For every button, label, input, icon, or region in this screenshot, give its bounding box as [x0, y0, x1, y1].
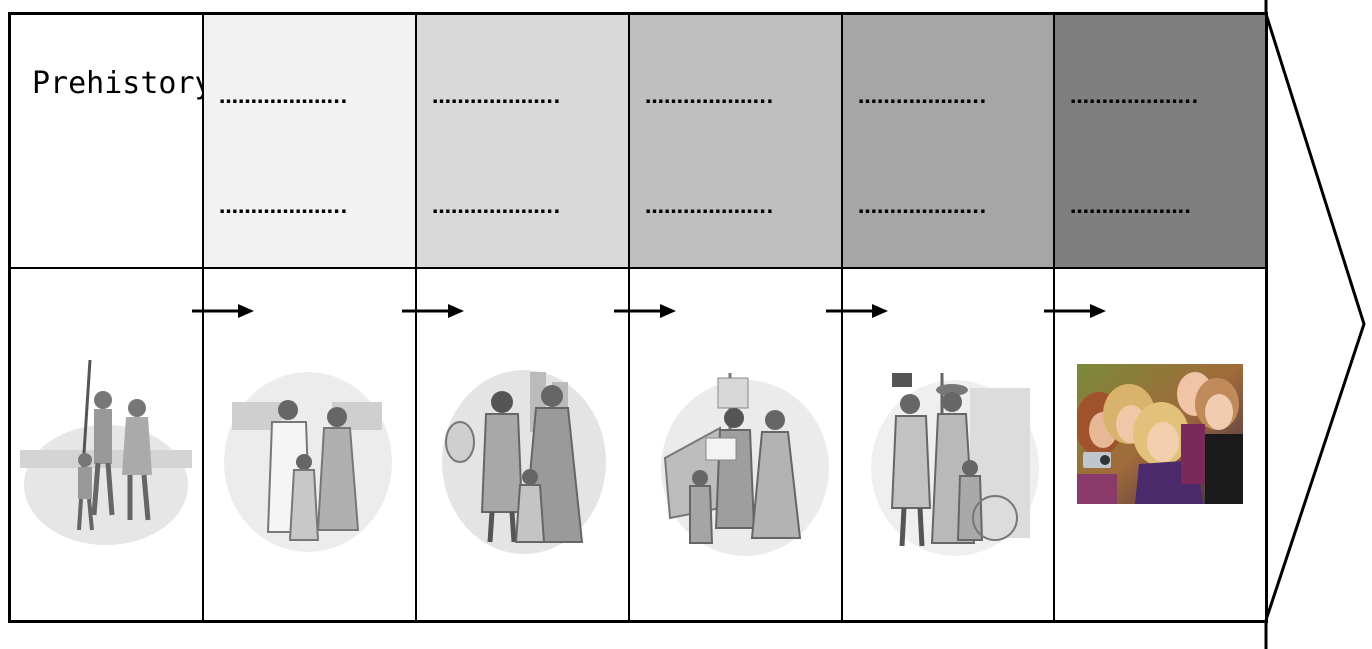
- period-cell-3: ……………….. ………………..: [416, 14, 629, 268]
- column-divider: [628, 12, 630, 622]
- period-label-prehistory: Prehistory: [32, 66, 213, 101]
- blank-line: ………………..: [645, 196, 774, 218]
- transition-arrow: [402, 304, 464, 318]
- column-divider: [415, 12, 417, 622]
- column-divider: [1053, 12, 1055, 622]
- contemporary-selfie-photo: [1077, 364, 1243, 504]
- medieval-family-icon: [442, 370, 606, 554]
- blank-line: ………………..: [432, 196, 561, 218]
- bottom-border: [8, 620, 1267, 623]
- right-border: [1265, 12, 1268, 623]
- period-cell-5: ……………….. ………………..: [842, 14, 1054, 268]
- blank-line: ……………….: [1070, 196, 1192, 218]
- explorers-ship-icon: [661, 373, 829, 556]
- period-cell-6: ……………….. ……………….: [1054, 14, 1266, 268]
- left-border: [8, 12, 11, 623]
- blank-line: ………………..: [219, 86, 348, 108]
- transition-arrow: [192, 304, 254, 318]
- blank-line: ………………..: [219, 196, 348, 218]
- row-divider: [8, 267, 1267, 269]
- roman-family-icon: [224, 372, 392, 552]
- period-cell-2: ……………….. ………………..: [203, 14, 416, 268]
- transition-arrow: [1044, 304, 1106, 318]
- blank-line: ………………..: [858, 86, 987, 108]
- transition-arrow: [826, 304, 888, 318]
- blank-line: ………………..: [645, 86, 774, 108]
- transition-arrow: [614, 304, 676, 318]
- period-cell-prehistory: Prehistory: [10, 14, 213, 268]
- blank-line: ………………..: [858, 196, 987, 218]
- column-divider: [202, 12, 204, 622]
- blank-line: ………………..: [432, 86, 561, 108]
- blank-line: ………………..: [1070, 86, 1199, 108]
- stone-age-family-icon: [20, 359, 192, 545]
- period-cell-4: ……………….. ………………..: [629, 14, 842, 268]
- timeline-arrowhead: [1264, 0, 1368, 649]
- column-divider: [841, 12, 843, 622]
- top-border: [8, 12, 1267, 15]
- victorian-family-icon: [871, 373, 1039, 556]
